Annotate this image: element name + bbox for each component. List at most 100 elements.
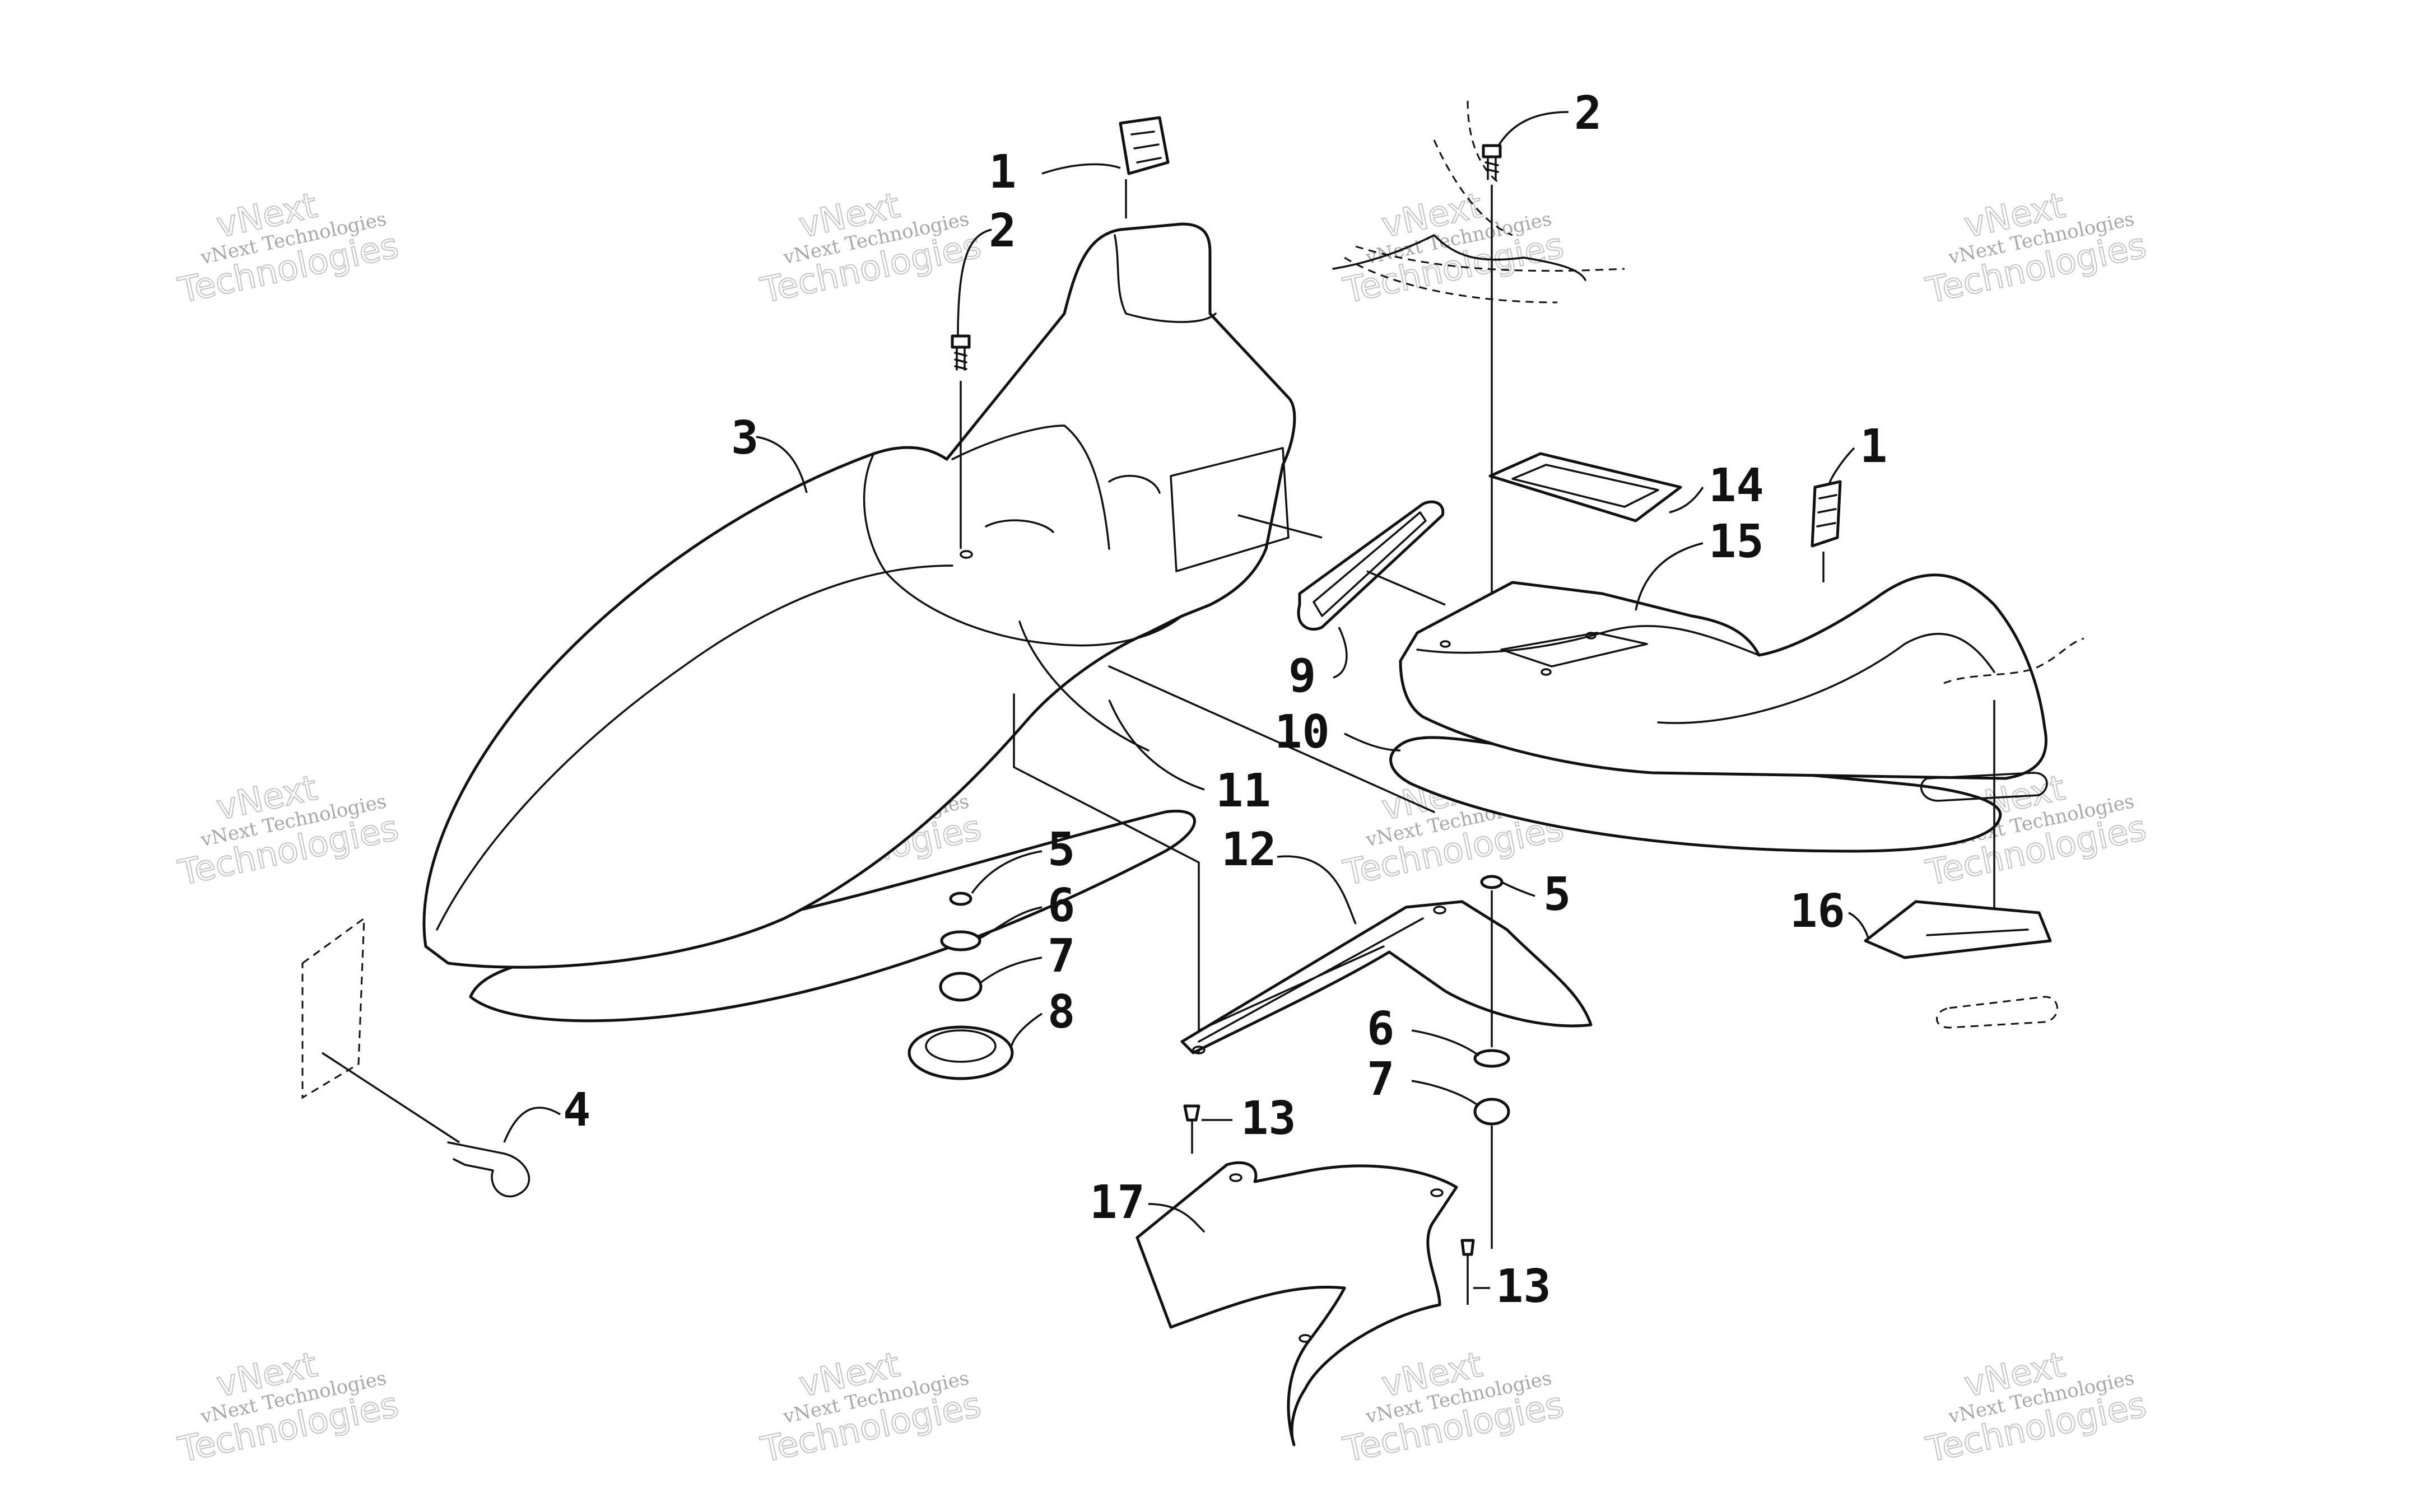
seat-nose-line [436, 564, 953, 931]
part-7-bushing-left [939, 972, 983, 1002]
callout-leader-16 [1848, 912, 1869, 939]
part-17-hole [1229, 1173, 1242, 1182]
frame-top-scribble [1332, 234, 1586, 281]
callout-leader-14 [1669, 487, 1704, 514]
callout-16: 16 [1790, 885, 1845, 938]
part-15-slot [1500, 632, 1648, 668]
seat-shoulder [985, 519, 1054, 533]
callout-3: 3 [731, 412, 758, 465]
leader-4-pin [322, 1052, 460, 1144]
seat-side-line [1018, 620, 1150, 752]
callout-7a: 7 [1048, 930, 1075, 983]
part-15-top-edge [1416, 625, 1760, 656]
watermark: vNext vNext Technologies Technologies [174, 184, 403, 312]
callout-14: 14 [1709, 459, 1764, 512]
watermark: vNext vNext Technologies Technologies [1922, 184, 2151, 312]
part-1b-texture [1816, 494, 1837, 528]
part-13-rivet-left [1183, 1104, 1200, 1154]
part-9-inner [1313, 511, 1427, 617]
callout-leader-5b [1501, 881, 1535, 897]
callout-leader-5a [971, 850, 1043, 894]
seat-rear-panel [1114, 234, 1217, 323]
part-16-slot-bracket [1920, 772, 2048, 802]
callout-15: 15 [1709, 515, 1764, 568]
callout-5a: 5 [1048, 823, 1075, 876]
callout-leader-2b [1497, 111, 1569, 146]
watermark: vNext vNext Technologies Technologies [174, 1343, 403, 1471]
part-15-inner-curve [1657, 633, 1995, 724]
callout-8: 8 [1048, 986, 1075, 1039]
callout-leader-15 [1635, 542, 1704, 611]
part-16-slot [1926, 928, 2029, 936]
seat-screw-hole [960, 550, 973, 559]
part-4-plate [301, 916, 365, 1099]
callout-13a: 13 [1241, 1092, 1296, 1145]
seat-shoulder-2 [1108, 474, 1161, 494]
callout-2a: 2 [989, 204, 1016, 258]
part-12-fold [1198, 917, 1424, 1043]
callout-leader-10 [1344, 732, 1401, 752]
watermark: vNext vNext Technologies Technologies [757, 184, 985, 312]
part-8-grommet-inner [925, 1029, 997, 1063]
part-5-nut-right [1480, 875, 1504, 889]
watermark: vNext vNext Technologies Technologies [1339, 1343, 1568, 1471]
part-6-washer-right [1473, 1049, 1510, 1068]
part-15-seat-rear [1399, 573, 2047, 780]
part-15-hole-c [1541, 668, 1552, 676]
part-16-loop [1936, 996, 2058, 1029]
callout-leader-12 [1277, 855, 1357, 925]
callout-13b: 13 [1496, 1260, 1551, 1313]
callout-7b: 7 [1367, 1053, 1394, 1106]
callout-leader-3 [756, 436, 808, 493]
part-5-nut-left [949, 892, 972, 906]
part-2-screw-left [951, 334, 971, 549]
seat-main-body [422, 222, 1296, 969]
leader-15-to-9 [1366, 570, 1446, 606]
callout-6a: 6 [1048, 879, 1075, 932]
callout-17: 17 [1090, 1176, 1145, 1229]
callout-leader-7b [1411, 1080, 1480, 1107]
seat-side-vent [1170, 447, 1290, 572]
callout-4: 4 [563, 1084, 590, 1137]
part-14-pad [1488, 452, 1682, 522]
part-13-rivet-right [1460, 1239, 1475, 1305]
part-17-hole-b [1299, 1334, 1312, 1343]
watermark: vNext vNext Technologies Technologies [757, 1343, 985, 1471]
callout-leader-6a [980, 906, 1043, 939]
callout-2b: 2 [1574, 87, 1602, 140]
callout-11: 11 [1216, 764, 1271, 818]
part-12-guard [1180, 900, 1593, 1054]
part-9-gasket [1297, 500, 1445, 631]
callout-leader-17 [1148, 1203, 1206, 1233]
part-7-bushing-right [1473, 1098, 1510, 1126]
callout-leader-6b [1411, 1029, 1480, 1057]
callout-leader-4 [503, 1107, 561, 1143]
callout-leader-2a [957, 228, 992, 337]
callout-5b: 5 [1543, 868, 1571, 921]
part-8-grommet-outer [908, 1025, 1014, 1080]
part-1-pad-texture [1130, 130, 1162, 164]
callout-leader-9 [1333, 627, 1348, 679]
leader-11-line-b [1108, 665, 1435, 813]
part-14-inner [1511, 464, 1659, 508]
part-6-washer-left [940, 930, 981, 951]
watermark: vNext vNext Technologies Technologies [1339, 184, 1568, 312]
part-15-hole-a [1440, 640, 1451, 648]
callout-12: 12 [1221, 823, 1277, 876]
callout-9: 9 [1288, 650, 1316, 703]
part-12-hole-b [1192, 1046, 1206, 1054]
part-4-clip [447, 1141, 530, 1198]
part-1b-pad [1811, 480, 1842, 548]
seat-back-curve [951, 424, 1110, 550]
callout-1a: 1 [989, 146, 1016, 199]
callout-leader-11 [1108, 699, 1205, 791]
callout-10: 10 [1274, 706, 1330, 759]
frame-outline-top [1344, 100, 1625, 304]
seat-top-contour [863, 452, 1183, 647]
part-17-lower-guard [1135, 1161, 1458, 1446]
callout-leader-8 [1010, 1012, 1043, 1048]
watermark: vNext vNext Technologies Technologies [174, 767, 403, 894]
callout-leader-1b [1828, 447, 1855, 485]
